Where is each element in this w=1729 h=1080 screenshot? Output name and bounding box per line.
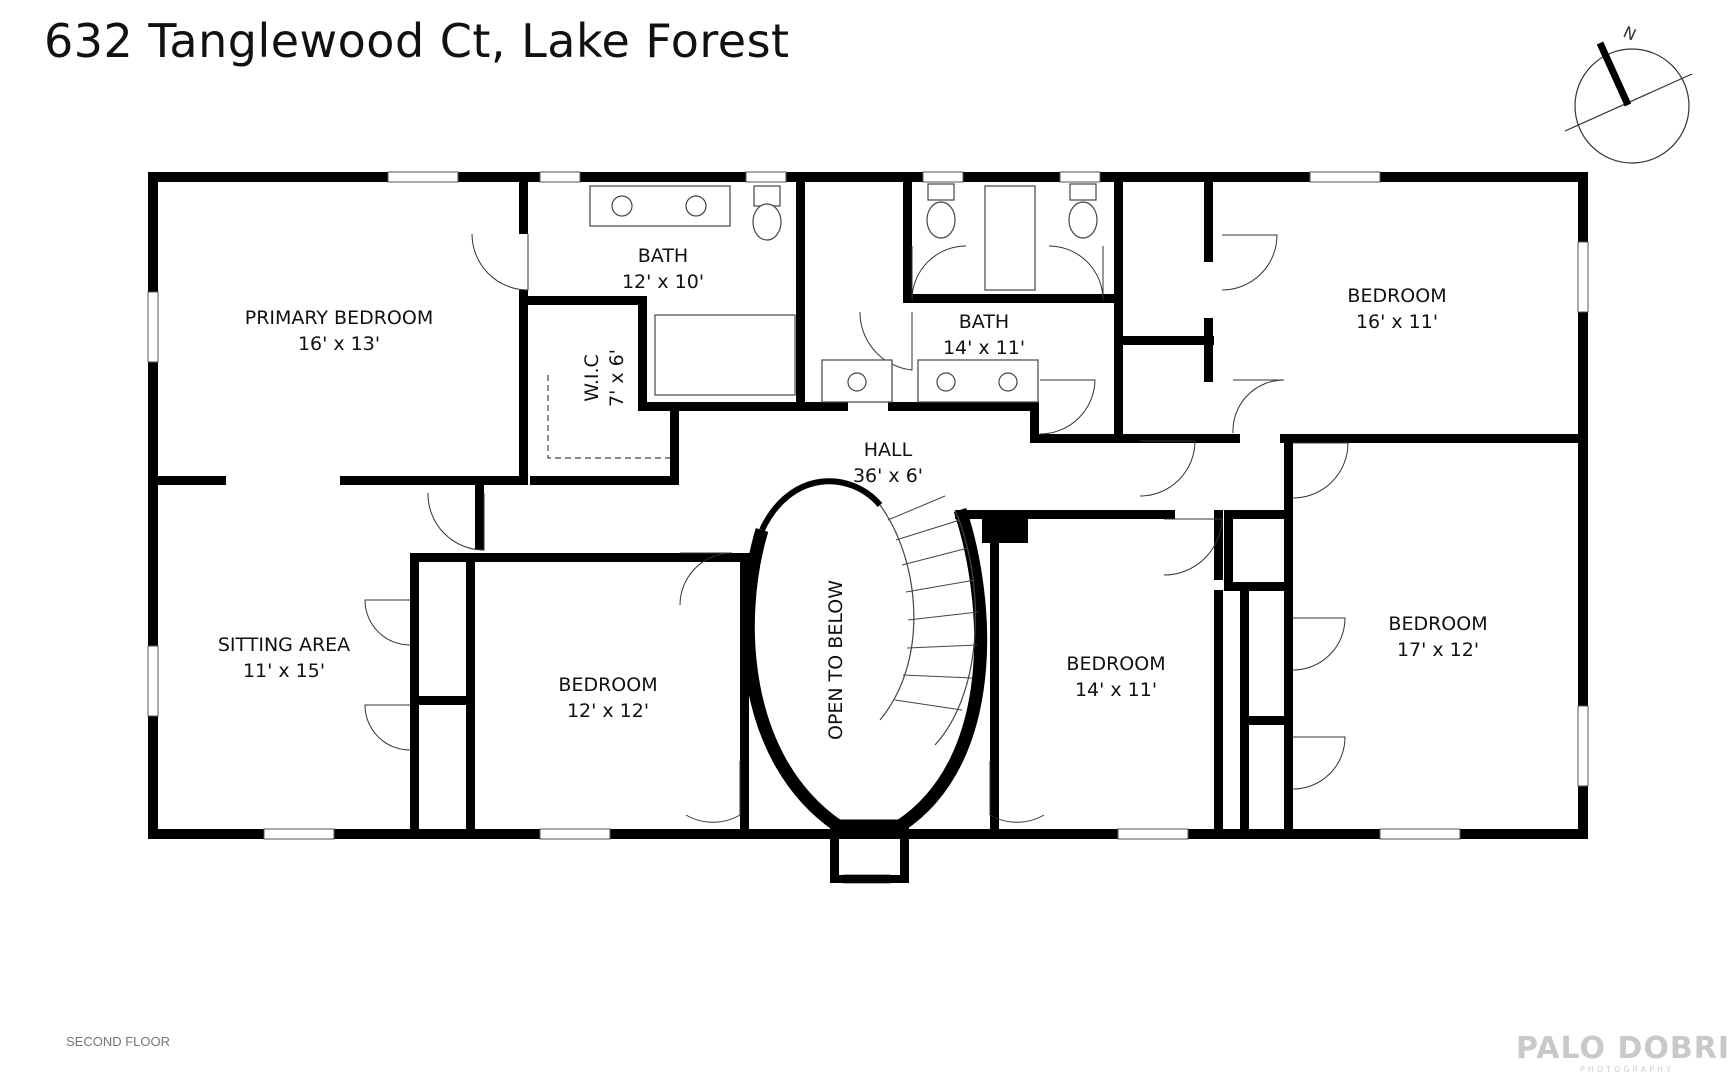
room-label-bedroom-se: BEDROOM bbox=[1388, 613, 1487, 635]
room-label-primary-bedroom: PRIMARY BEDROOM bbox=[245, 307, 433, 329]
room-label-bath-1: BATH bbox=[638, 245, 688, 267]
windows bbox=[147, 171, 1589, 884]
room-size-bedroom-ne: 16' x 11' bbox=[1356, 311, 1438, 333]
room-size-bedroom-se: 17' x 12' bbox=[1397, 639, 1479, 661]
open-to-below-void bbox=[741, 478, 988, 883]
watermark-logo: PALO DOBRIK PHOTOGRAPHY bbox=[1516, 1031, 1729, 1074]
room-size-hall: 36' x 6' bbox=[853, 465, 923, 487]
room-size-primary-bedroom: 16' x 13' bbox=[298, 333, 380, 355]
watermark-sub: PHOTOGRAPHY bbox=[1580, 1065, 1674, 1074]
room-size-bath-1: 12' x 10' bbox=[622, 271, 704, 293]
room-label-hall: HALL bbox=[864, 439, 913, 461]
room-label-wic: W.I.C bbox=[581, 354, 603, 402]
room-label-bedroom-ne: BEDROOM bbox=[1347, 285, 1446, 307]
floor-label: SECOND FLOOR bbox=[66, 1034, 171, 1049]
room-label-bath-2: BATH bbox=[959, 311, 1009, 333]
interior-walls bbox=[148, 172, 1588, 839]
room-label-open-to-below: OPEN TO BELOW bbox=[825, 580, 847, 740]
room-size-bedroom-sw: 12' x 12' bbox=[567, 700, 649, 722]
compass-north-label: N bbox=[1620, 22, 1639, 44]
room-size-sitting-area: 11' x 15' bbox=[243, 660, 325, 682]
bath-fixtures bbox=[547, 183, 1098, 459]
room-labels: PRIMARY BEDROOM 16' x 13' BATH 12' x 10'… bbox=[218, 245, 1488, 740]
room-size-wic: 7' x 6' bbox=[606, 349, 628, 407]
room-size-bedroom-s: 14' x 11' bbox=[1075, 679, 1157, 701]
room-label-sitting-area: SITTING AREA bbox=[218, 634, 350, 656]
compass-icon: N bbox=[1564, 22, 1693, 164]
page-title: 632 Tanglewood Ct, Lake Forest bbox=[44, 14, 790, 68]
room-label-bedroom-sw: BEDROOM bbox=[558, 674, 657, 696]
room-label-bedroom-s: BEDROOM bbox=[1066, 653, 1165, 675]
doors bbox=[364, 233, 1349, 823]
room-size-bath-2: 14' x 11' bbox=[943, 337, 1025, 359]
watermark-brand: PALO DOBRIK bbox=[1516, 1031, 1729, 1066]
exterior-walls bbox=[148, 172, 1588, 839]
